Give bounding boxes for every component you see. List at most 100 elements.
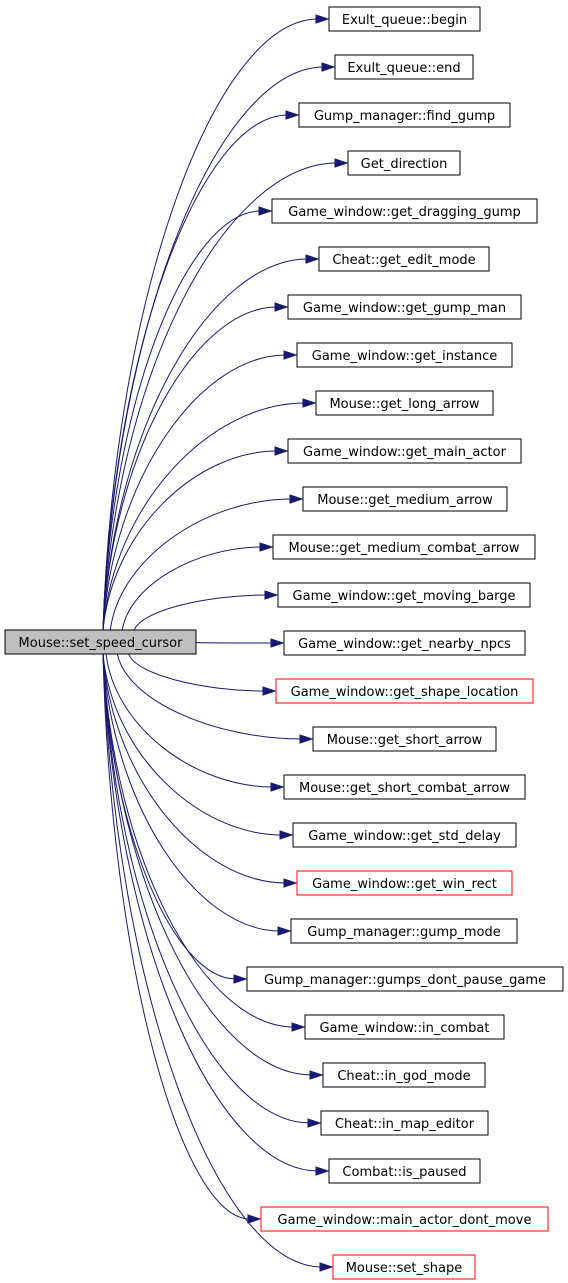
arrowhead-icon (309, 1070, 324, 1080)
callee-node[interactable]: Mouse::get_long_arrow (315, 390, 494, 416)
callee-node-box (322, 1062, 486, 1088)
call-edge (195, 642, 274, 644)
arrowhead-icon (299, 734, 314, 744)
call-edge (102, 653, 323, 1268)
callee-node[interactable]: Game_window::get_dragging_gump (271, 198, 538, 224)
callee-node[interactable]: Game_window::get_main_actor (287, 438, 522, 464)
arrowhead-icon (274, 446, 289, 456)
call-edge (102, 354, 287, 631)
callee-node[interactable]: Game_window::get_moving_barge (277, 582, 531, 608)
arrowhead-icon (233, 974, 248, 984)
call-edge (102, 653, 287, 884)
callee-node[interactable]: Game_window::get_std_delay (292, 822, 517, 848)
callee-node[interactable]: Game_window::get_win_rect (296, 870, 513, 896)
callee-node[interactable]: Get_direction (347, 150, 461, 176)
callee-node[interactable]: Game_window::get_shape_location (275, 678, 534, 704)
arrowhead-icon (291, 1022, 306, 1032)
callee-node[interactable]: Exult_queue::begin (328, 6, 481, 32)
arrowhead-icon (302, 398, 317, 408)
call-edge (133, 594, 268, 631)
callee-node-box (328, 1158, 481, 1184)
arrowhead-icon (247, 1214, 262, 1224)
callee-nodes: Exult_queue::beginExult_queue::endGump_m… (246, 6, 564, 1280)
callee-node[interactable]: Exult_queue::end (334, 54, 474, 80)
arrowhead-icon (258, 206, 273, 216)
call-edge (109, 498, 293, 631)
callee-node-label: Game_window::get_instance (312, 349, 498, 364)
callee-node[interactable]: Gump_manager::find_gump (298, 102, 511, 128)
callee-node[interactable]: Mouse::get_medium_combat_arrow (272, 534, 536, 560)
callee-node-label: Cheat::in_map_editor (335, 1117, 475, 1132)
callee-node-box (272, 534, 536, 560)
callee-node[interactable]: Gump_manager::gumps_dont_pause_game (246, 966, 564, 992)
callee-node-label: Mouse::set_shape (346, 1261, 463, 1276)
callee-node-box (260, 1206, 549, 1232)
callee-node[interactable]: Cheat::get_edit_mode (318, 246, 490, 272)
arrowhead-icon (283, 350, 298, 360)
arrowhead-icon (334, 158, 349, 168)
callee-node-box (246, 966, 564, 992)
callee-node-box (347, 150, 461, 176)
callee-node-label: Mouse::get_long_arrow (329, 397, 479, 412)
callee-node[interactable]: Game_window::get_gump_man (287, 294, 522, 320)
callee-node-label: Game_window::get_shape_location (291, 685, 519, 700)
call-edge (102, 653, 313, 1076)
call-edge (102, 653, 251, 1220)
callee-node[interactable]: Mouse::get_medium_arrow (302, 486, 508, 512)
callee-node[interactable]: Mouse::set_shape (332, 1254, 476, 1280)
callee-node-label: Get_direction (361, 157, 448, 172)
callee-node-box (277, 582, 531, 608)
callee-node-box (283, 630, 526, 656)
arrowhead-icon (315, 1166, 330, 1176)
callee-node-label: Exult_queue::begin (342, 13, 467, 28)
call-edge (121, 546, 263, 631)
callee-node[interactable]: Cheat::in_map_editor (320, 1110, 489, 1136)
callee-node[interactable]: Mouse::get_short_combat_arrow (283, 774, 526, 800)
callee-node-box (334, 54, 474, 80)
call-edge (102, 162, 338, 631)
callee-node-box (275, 678, 534, 704)
callee-node-label: Mouse::get_medium_combat_arrow (288, 541, 519, 556)
callee-node[interactable]: Gump_manager::gump_mode (290, 918, 518, 944)
call-edge (105, 653, 274, 788)
callee-node-label: Game_window::get_moving_barge (293, 589, 516, 604)
call-edge (102, 210, 262, 631)
callee-node-box (296, 870, 513, 896)
root-node[interactable]: Mouse::set_speed_cursor (4, 629, 197, 655)
callee-node-label: Game_window::main_actor_dont_move (278, 1213, 532, 1228)
callee-node[interactable]: Mouse::get_short_arrow (312, 726, 497, 752)
callee-node[interactable]: Game_window::get_nearby_npcs (283, 630, 526, 656)
arrowhead-icon (285, 110, 300, 120)
callee-node-label: Mouse::get_short_combat_arrow (299, 781, 510, 796)
callee-node[interactable]: Game_window::in_combat (304, 1014, 505, 1040)
callee-node[interactable]: Combat::is_paused (328, 1158, 481, 1184)
arrowhead-icon (274, 302, 289, 312)
arrowhead-icon (315, 14, 330, 24)
callee-node-label: Game_window::get_nearby_npcs (298, 637, 511, 652)
callee-node-label: Game_window::get_dragging_gump (288, 205, 521, 220)
call-edge (128, 653, 266, 692)
callee-node[interactable]: Game_window::get_instance (296, 342, 513, 368)
callee-node-box (283, 774, 526, 800)
call-edge (102, 653, 319, 1172)
call-edge (102, 114, 289, 631)
call-edge (102, 18, 319, 631)
callee-node-label: Game_window::get_main_actor (303, 445, 507, 460)
root-node-box (4, 629, 197, 655)
callee-node-label: Game_window::get_gump_man (303, 301, 506, 316)
arrowhead-icon (264, 590, 279, 600)
callee-node-box (312, 726, 497, 752)
callee-node-box (304, 1014, 505, 1040)
callee-node-label: Combat::is_paused (342, 1165, 466, 1180)
callee-node-label: Game_window::get_std_delay (308, 829, 501, 844)
callee-node-label: Game_window::get_win_rect (312, 877, 497, 892)
callee-node[interactable]: Cheat::in_god_mode (322, 1062, 486, 1088)
callee-node[interactable]: Game_window::main_actor_dont_move (260, 1206, 549, 1232)
callee-node-label: Gump_manager::find_gump (314, 109, 495, 124)
arrowhead-icon (259, 542, 274, 552)
callee-node-box (298, 102, 511, 128)
arrowhead-icon (321, 62, 336, 72)
callee-node-box (287, 294, 522, 320)
callee-node-label: Gump_manager::gumps_dont_pause_game (264, 973, 546, 988)
